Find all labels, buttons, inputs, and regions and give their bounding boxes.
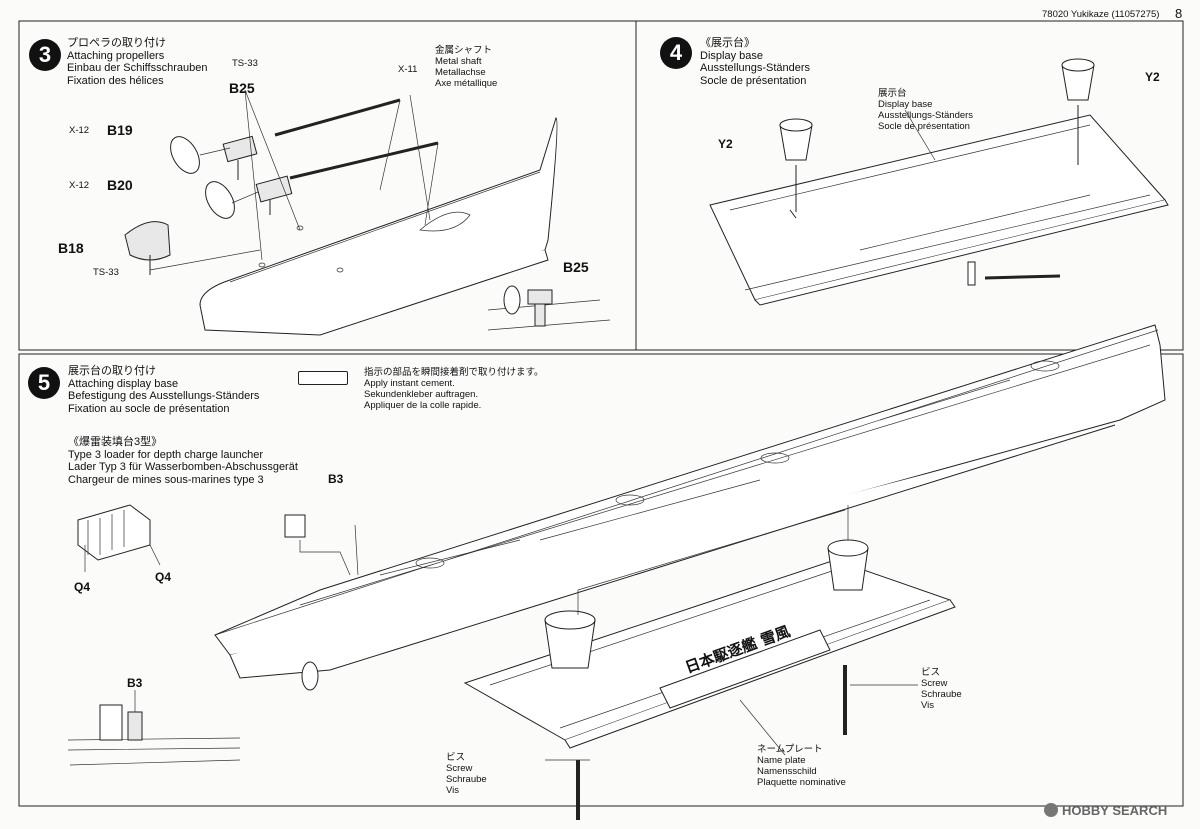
loader-caption-jp: 《爆雷装填台3型》 [68, 436, 163, 448]
step5-title: 展示台の取り付け Attaching display base Befestig… [68, 365, 259, 415]
label-ts33-bot: TS-33 [93, 267, 119, 278]
label-b3-top: B3 [328, 472, 344, 486]
step3-metal-shafts [274, 94, 439, 226]
label-b18: B18 [58, 240, 84, 256]
screw-right-en: Screw [921, 678, 948, 689]
step5-title-de: Befestigung des Ausstellungs-Ständers [68, 390, 260, 402]
label-x12-a: X-12 [69, 125, 90, 136]
step5-frame [18, 353, 1184, 807]
cement-note: 指示の部品を瞬間接着剤で取り付けます。 Apply instant cement… [364, 367, 544, 411]
step4-base [709, 114, 1169, 306]
nameplate-label-jp: ネームプレート [757, 744, 823, 755]
step3-b25-detail [487, 285, 611, 331]
label-b19: B19 [107, 122, 133, 138]
product-header: 78020 Yukikaze (11057275) [1042, 9, 1160, 20]
step3-number: 3 [29, 39, 61, 71]
step3-title-de: Einbau der Schiffsschrauben [67, 62, 208, 74]
step4-number: 4 [660, 37, 692, 69]
cement-note-jp: 指示の部品を瞬間接着剤で取り付けます。 [364, 367, 544, 378]
screw-label-right: ビス Screw Schraube Vis [921, 667, 962, 711]
cement-tube-icon [298, 371, 348, 385]
shaft-label-jp: 金属シャフト [435, 45, 493, 56]
cement-note-en: Apply instant cement. [364, 378, 455, 389]
step4-supports [779, 58, 1095, 286]
base-label-fr: Socle de présentation [878, 121, 970, 132]
label-b20: B20 [107, 177, 133, 193]
step5-b3-detail [67, 690, 241, 766]
step5-title-fr: Fixation au socle de présentation [68, 402, 230, 415]
step4-title-de: Ausstellungs-Ständers [700, 62, 811, 74]
step3-propellers [170, 89, 301, 261]
step4-title: 《展示台》 Display base Ausstellungs-Ständers… [700, 37, 810, 87]
shaft-label-de: Metallachse [435, 67, 486, 78]
label-x12-b: X-12 [69, 180, 90, 191]
loader-caption-de: Lader Typ 3 für Wasserbomben-Abschussger… [68, 461, 298, 473]
step5-ship-hull [214, 324, 1166, 691]
label-b25-detail: B25 [563, 259, 589, 275]
step3-title-fr: Fixation des hélices [67, 74, 164, 87]
step5-loader [77, 504, 359, 576]
screw-right-jp: ビス [921, 667, 941, 678]
cement-note-de: Sekundenkleber auftragen. [364, 389, 479, 400]
screw-left-de: Schraube [446, 774, 487, 785]
screw-right-de: Schraube [921, 689, 962, 700]
label-ts33-top: TS-33 [232, 58, 258, 69]
nameplate-label-en: Name plate [757, 755, 806, 766]
base-label-de: Ausstellungs-Ständers [878, 110, 974, 121]
screw-right-fr: Vis [921, 700, 935, 711]
step4-title-en: Display base [700, 49, 763, 62]
label-b25: B25 [229, 80, 255, 96]
screw-left-fr: Vis [446, 785, 460, 796]
step3-title: プロペラの取り付け Attaching propellers Einbau de… [67, 37, 207, 87]
step4-title-jp: 《展示台》 [700, 37, 755, 49]
loader-caption-en: Type 3 loader for depth charge launcher [68, 448, 264, 461]
page-number: 8 [1175, 6, 1183, 21]
label-y2-right: Y2 [1145, 70, 1160, 84]
shaft-label-fr: Axe métallique [435, 78, 498, 89]
screw-left-en: Screw [446, 763, 473, 774]
nameplate-label-de: Namensschild [757, 766, 817, 777]
label-q4-b: Q4 [155, 570, 172, 584]
nameplate-label-fr: Plaquette nominative [757, 777, 846, 788]
step4-title-fr: Socle de présentation [700, 74, 807, 87]
loader-caption: 《爆雷装填台3型》 Type 3 loader for depth charge… [68, 436, 298, 486]
step5-nameplate-frame [659, 629, 831, 709]
screw-left-jp: ビス [446, 752, 466, 763]
step3-stern-hull [199, 117, 558, 336]
step5-title-jp: 展示台の取り付け [68, 365, 156, 377]
step3-title-jp: プロペラの取り付け [67, 37, 166, 49]
step5-title-en: Attaching display base [68, 377, 179, 390]
label-b3-bot: B3 [127, 676, 143, 690]
step3-title-en: Attaching propellers [67, 49, 165, 62]
step4-frame [635, 20, 1184, 351]
loader-caption-fr: Chargeur de mines sous-marines type 3 [68, 473, 264, 486]
step3-rudder [124, 221, 261, 275]
label-q4-a: Q4 [74, 580, 91, 594]
watermark: HOBBY SEARCH [1062, 803, 1168, 818]
base-label-en: Display base [878, 99, 933, 110]
shaft-label-en: Metal shaft [435, 56, 482, 67]
cement-note-fr: Appliquer de la colle rapide. [364, 400, 482, 411]
shaft-label: 金属シャフト Metal shaft Metallachse Axe métal… [435, 45, 497, 89]
screw-label-left: ビス Screw Schraube Vis [446, 752, 487, 796]
step5-number: 5 [28, 367, 60, 399]
label-y2-left: Y2 [718, 137, 733, 151]
watermark-logo-icon [1044, 803, 1058, 817]
base-label: 展示台 Display base Ausstellungs-Ständers S… [878, 88, 973, 132]
nameplate-label: ネームプレート Name plate Namensschild Plaquett… [757, 744, 846, 788]
base-label-jp: 展示台 [878, 88, 907, 99]
label-x11: X-11 [398, 64, 418, 75]
